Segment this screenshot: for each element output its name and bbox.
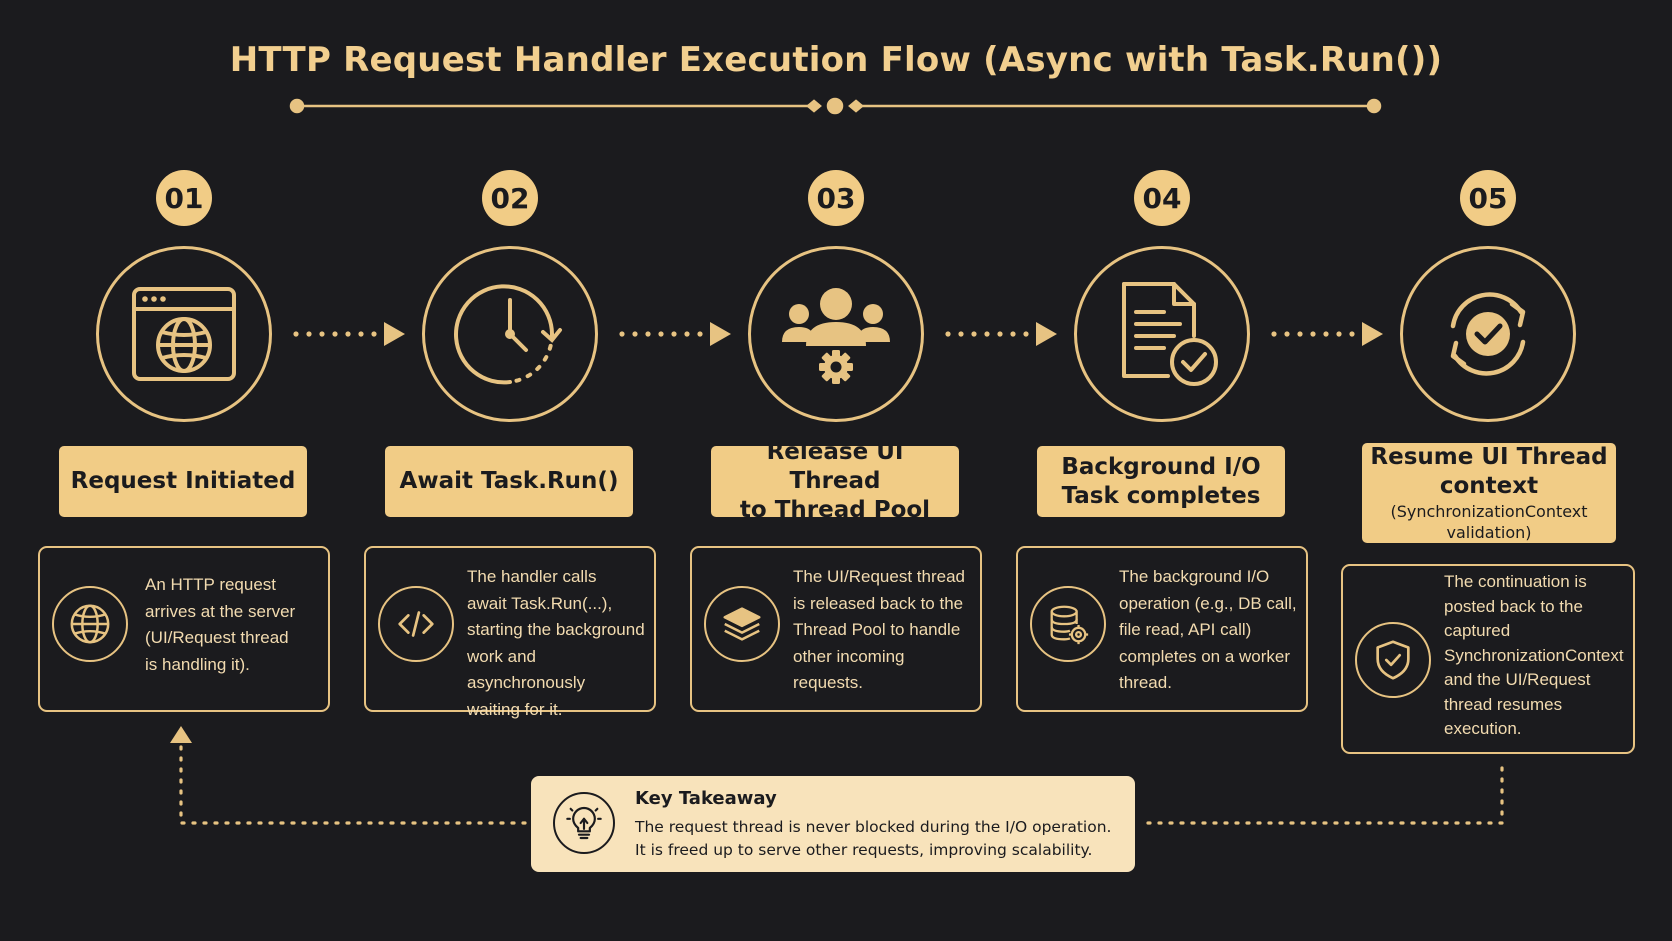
step-5-description-line: posted back to the — [1444, 596, 1583, 616]
step-3-card: The UI/Request thread is released back t… — [690, 546, 982, 712]
step-2-card: The handler calls await Task.Run(...), s… — [364, 546, 656, 719]
step-4-description-line: file read, API call) — [1119, 620, 1252, 639]
key-takeaway-box: Key Takeaway The request thread is never… — [531, 776, 1135, 872]
step-5-card: The continuation is posted back to the c… — [1341, 564, 1635, 754]
step-5-description-line: The continuation is — [1444, 572, 1587, 591]
clock-refresh-icon — [454, 284, 562, 385]
step-2-description-line: The handler calls — [467, 567, 597, 586]
step-5-description-line: execution. — [1444, 719, 1522, 738]
arrow-3-4 — [945, 322, 1057, 346]
step-1-description: An HTTP request arrives at the server (U… — [145, 572, 295, 678]
database-gear-icon — [1050, 605, 1089, 645]
step-4-description-line: operation (e.g., DB call, — [1119, 593, 1297, 613]
step-5-label-line-2: context — [1439, 473, 1539, 499]
step-1-description-line: (UI/Request thread — [145, 628, 289, 647]
document-check-icon — [1122, 282, 1218, 386]
step-4-description: The background I/O operation (e.g., DB c… — [1119, 564, 1297, 697]
step-4-label-line-2: Task completes — [1061, 482, 1261, 509]
step-2-card-icon — [378, 586, 454, 662]
step-1-card-icon — [52, 586, 128, 662]
step-3-card-icon — [704, 586, 780, 662]
step-3-circle — [748, 246, 924, 422]
step-3-description-line: Thread Pool to handle — [793, 620, 961, 639]
globe-icon — [70, 604, 110, 644]
title-divider — [289, 97, 1382, 115]
step-2-description-line: work and asynchronously — [467, 646, 586, 693]
step-2-description-line: await Task.Run(...), — [467, 593, 613, 613]
arrow-2-3 — [619, 322, 731, 346]
step-2-circle — [422, 246, 598, 422]
takeaway-line-1: The request thread is never blocked duri… — [635, 818, 1112, 836]
step-5-description-line: thread resumes — [1444, 694, 1563, 714]
step-2-number: 02 — [482, 170, 538, 226]
step-3-label: Release UI Thread to Thread Pool — [711, 439, 959, 523]
step-1-number: 01 — [156, 170, 212, 226]
step-5-description-line: captured — [1444, 621, 1511, 640]
step-3-number: 03 — [808, 170, 864, 226]
page-title: HTTP Request Handler Execution Flow (Asy… — [229, 40, 1443, 80]
step-4-description-line: completes on a worker — [1119, 646, 1291, 666]
step-2-label: Await Task.Run() — [385, 446, 633, 517]
step-1-label-line-1: Request Initiated — [70, 468, 296, 494]
loop-back-path — [179, 742, 1504, 825]
step-4-card-icon — [1030, 586, 1106, 662]
step-3-description-line: is released back to the — [793, 593, 964, 613]
step-4-number: 04 — [1134, 170, 1190, 226]
step-4-circle — [1074, 246, 1250, 422]
step-3-description: The UI/Request thread is released back t… — [793, 564, 965, 697]
step-3-label-line-1: Release UI Thread — [766, 439, 904, 494]
step-1-description-line: is handling it). — [145, 654, 250, 674]
takeaway-icon — [553, 792, 615, 854]
step-4-label: Background I/O Task completes — [1037, 446, 1285, 517]
step-1-description-line: arrives at the server — [145, 601, 296, 621]
arrow-1-2 — [293, 322, 405, 346]
step-5-number: 05 — [1460, 170, 1516, 226]
browser-globe-icon — [132, 287, 236, 381]
step-5-description-line: and the UI/Request — [1444, 670, 1591, 689]
step-5-card-icon — [1355, 622, 1431, 698]
step-5-label-sub: (SynchronizationContext validation) — [1390, 502, 1588, 542]
step-2-label-line-1: Await Task.Run() — [399, 468, 619, 494]
step-5-label-line-1: Resume UI Thread — [1370, 444, 1608, 470]
step-3-description-line: requests. — [793, 673, 863, 692]
takeaway-heading: Key Takeaway — [635, 788, 777, 809]
step-4-description-line: The background I/O — [1119, 567, 1270, 586]
step-2-description-line: waiting for it. — [467, 699, 563, 719]
step-5-description: The continuation is posted back to the c… — [1444, 570, 1624, 742]
step-5-circle — [1400, 246, 1576, 422]
step-arrows — [293, 322, 1383, 346]
code-icon — [398, 611, 434, 637]
step-1-description-line: An HTTP request — [145, 575, 277, 594]
step-3-label-line-2: to Thread Pool — [739, 497, 931, 523]
sync-check-icon — [1450, 292, 1526, 376]
step-5-label: Resume UI Thread context (Synchronizatio… — [1362, 443, 1616, 543]
step-1-circle — [96, 246, 272, 422]
lightbulb-icon — [566, 806, 602, 840]
step-1-label: Request Initiated — [59, 446, 307, 517]
step-2-description: The handler calls await Task.Run(...), s… — [467, 564, 654, 723]
step-3-description-line: The UI/Request thread — [793, 567, 965, 586]
step-4-label-line-1: Background I/O — [1061, 453, 1261, 480]
step-2-description-line: starting the background — [467, 620, 645, 639]
step-3-description-line: other incoming — [793, 646, 905, 666]
step-4-description-line: thread. — [1119, 673, 1172, 692]
arrow-4-5 — [1271, 322, 1383, 346]
step-4-card: The background I/O operation (e.g., DB c… — [1016, 546, 1308, 712]
step-5-description-line: SynchronizationContext — [1444, 645, 1624, 665]
loop-back-arrowhead — [170, 726, 192, 743]
step-1-card: An HTTP request arrives at the server (U… — [38, 546, 330, 712]
takeaway-line-2: It is freed up to serve other requests, … — [635, 841, 1093, 859]
people-gear-icon — [782, 288, 890, 384]
layers-icon — [723, 607, 761, 641]
shield-check-icon — [1376, 640, 1410, 680]
